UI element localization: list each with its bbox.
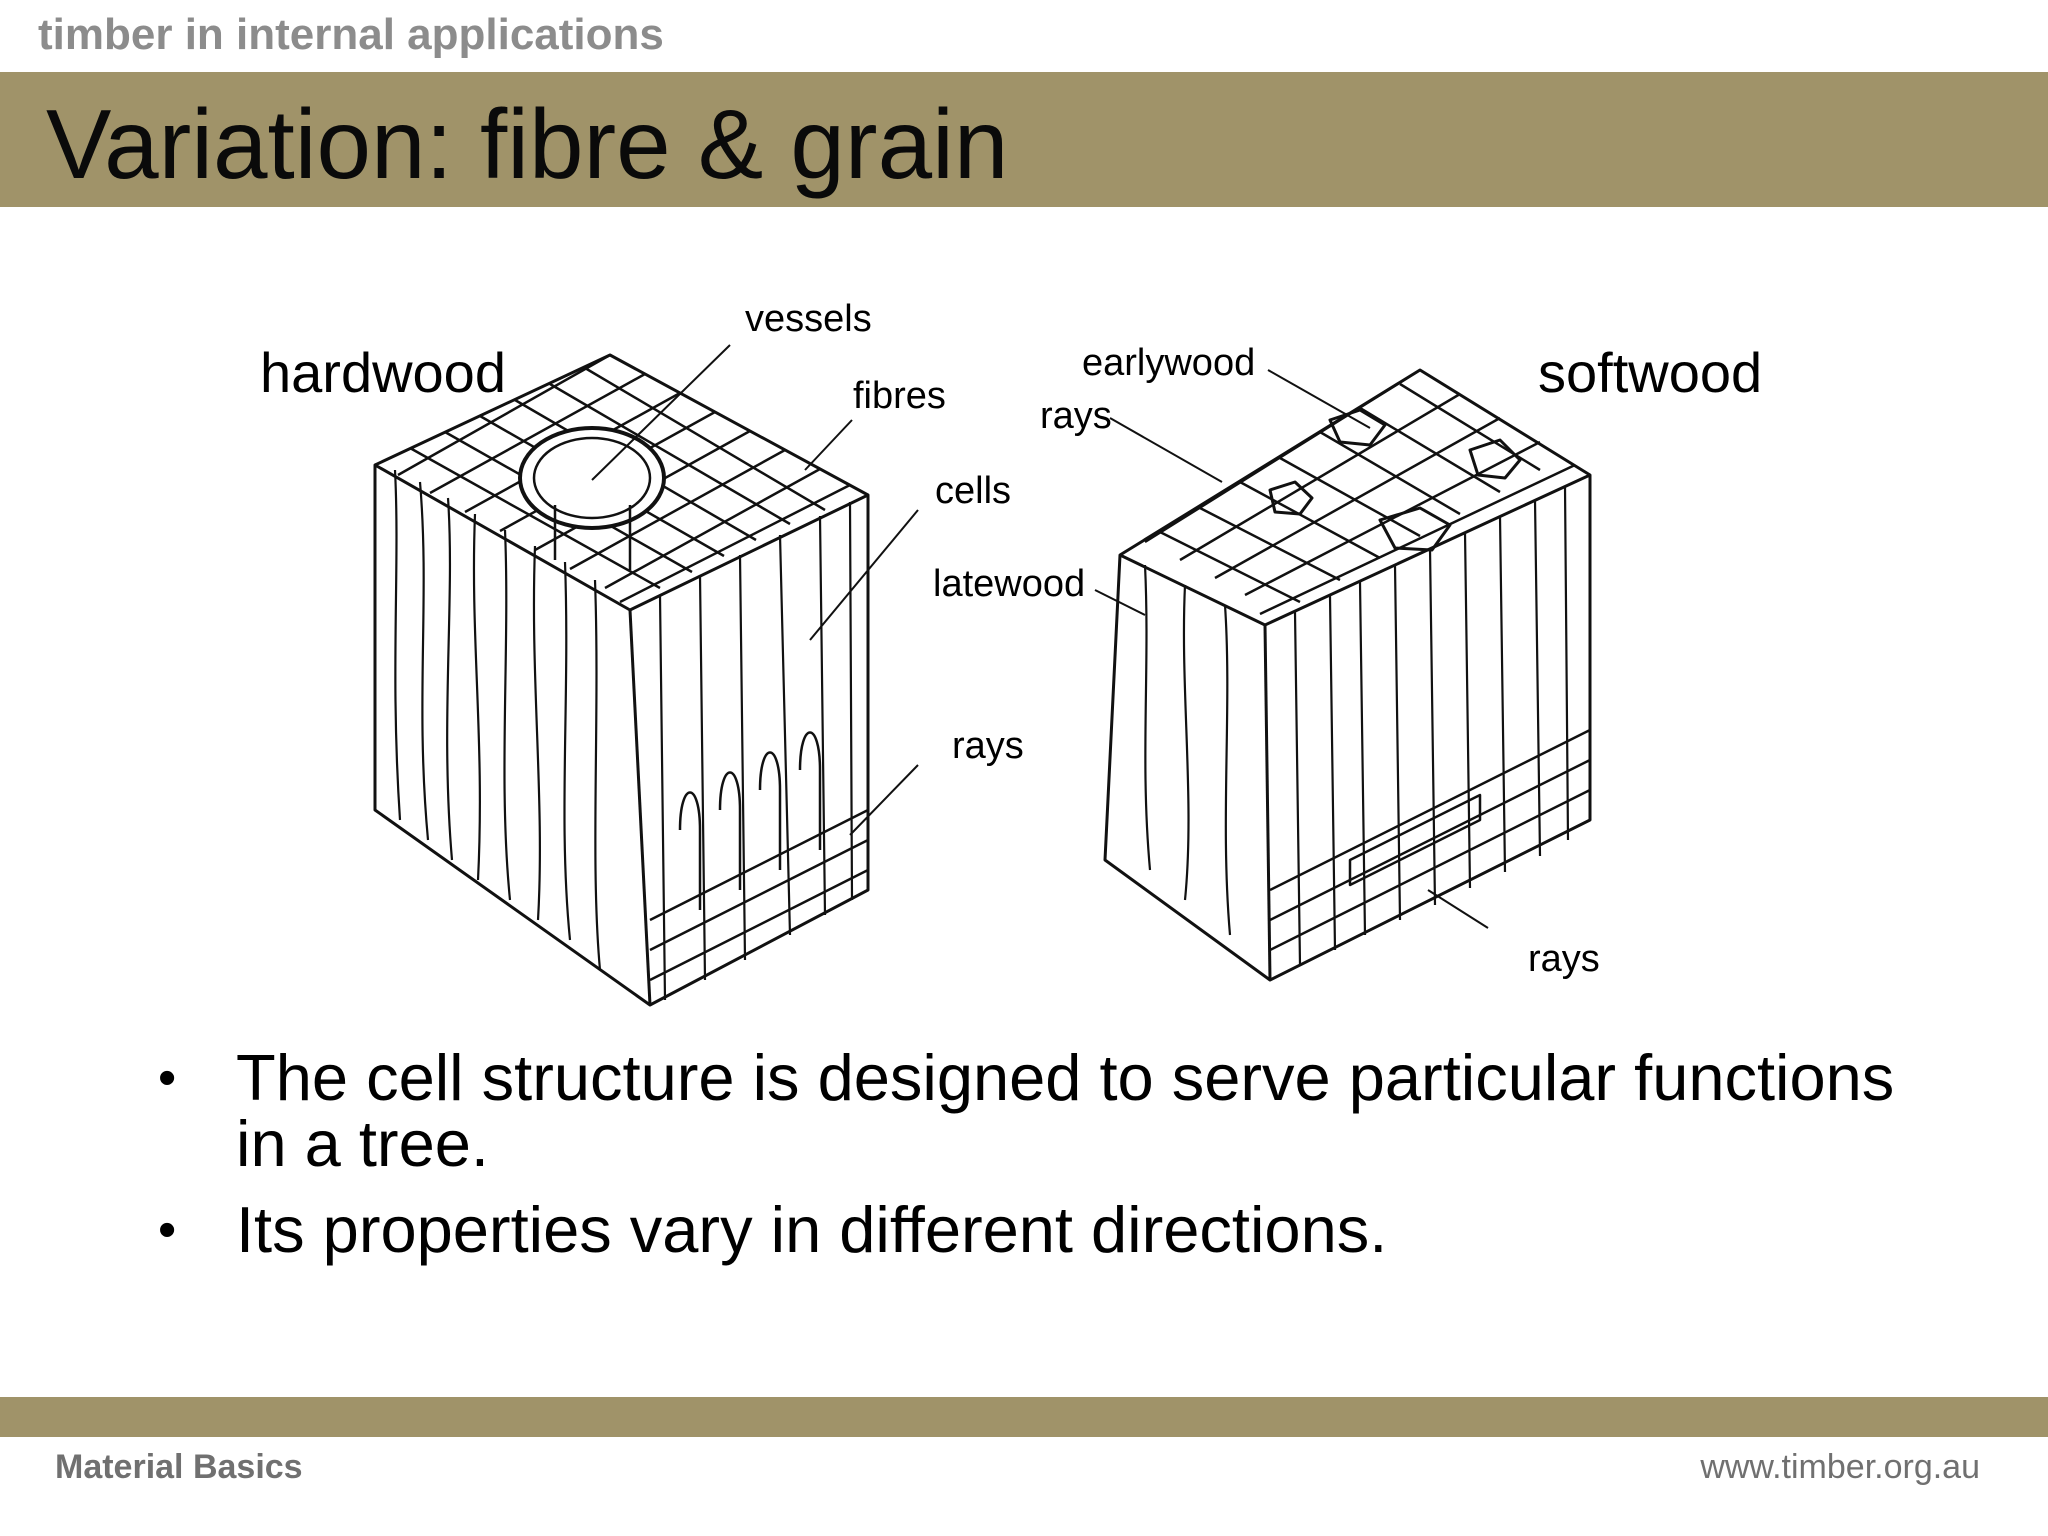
softwood-rays-bottom-label: rays	[1528, 938, 1600, 980]
bullet-item: •The cell structure is designed to serve…	[150, 1045, 1950, 1177]
bullet-text: The cell structure is designed to serve …	[236, 1041, 1895, 1180]
footer-bar	[0, 1397, 2048, 1437]
bullet-list: •The cell structure is designed to serve…	[150, 1045, 1950, 1283]
bullet-item: •Its properties vary in different direct…	[150, 1197, 1950, 1263]
slide-title: Variation: fibre & grain	[46, 89, 1009, 199]
leader-lines	[591, 344, 1489, 929]
cells-label: cells	[935, 470, 1012, 512]
footer-section-name: Material Basics	[55, 1448, 303, 1486]
softwood-rays-top-label: rays	[1040, 395, 1112, 437]
wood-structure-figure: hardwood vessels fibres cells rays softw…	[0, 220, 2048, 1020]
hardwood-block	[373, 353, 870, 1007]
bullet-text: Its properties vary in different directi…	[236, 1193, 1388, 1266]
footer-website: www.timber.org.au	[1700, 1448, 1980, 1486]
latewood-label: latewood	[933, 563, 1086, 605]
course-title: timber in internal applications	[38, 10, 664, 59]
bullet-icon: •	[158, 1049, 177, 1107]
title-bar: Variation: fibre & grain	[0, 72, 2048, 207]
hardwood-rays-label: rays	[952, 725, 1024, 767]
softwood-label: softwood	[1538, 341, 1763, 404]
hardwood-label: hardwood	[260, 341, 506, 404]
softwood-block	[1103, 368, 1592, 982]
earlywood-label: earlywood	[1082, 342, 1256, 384]
fibres-label: fibres	[853, 375, 946, 417]
wood-structure-illustration	[373, 344, 1592, 1007]
vessels-label: vessels	[745, 298, 872, 340]
bullet-icon: •	[158, 1201, 177, 1259]
